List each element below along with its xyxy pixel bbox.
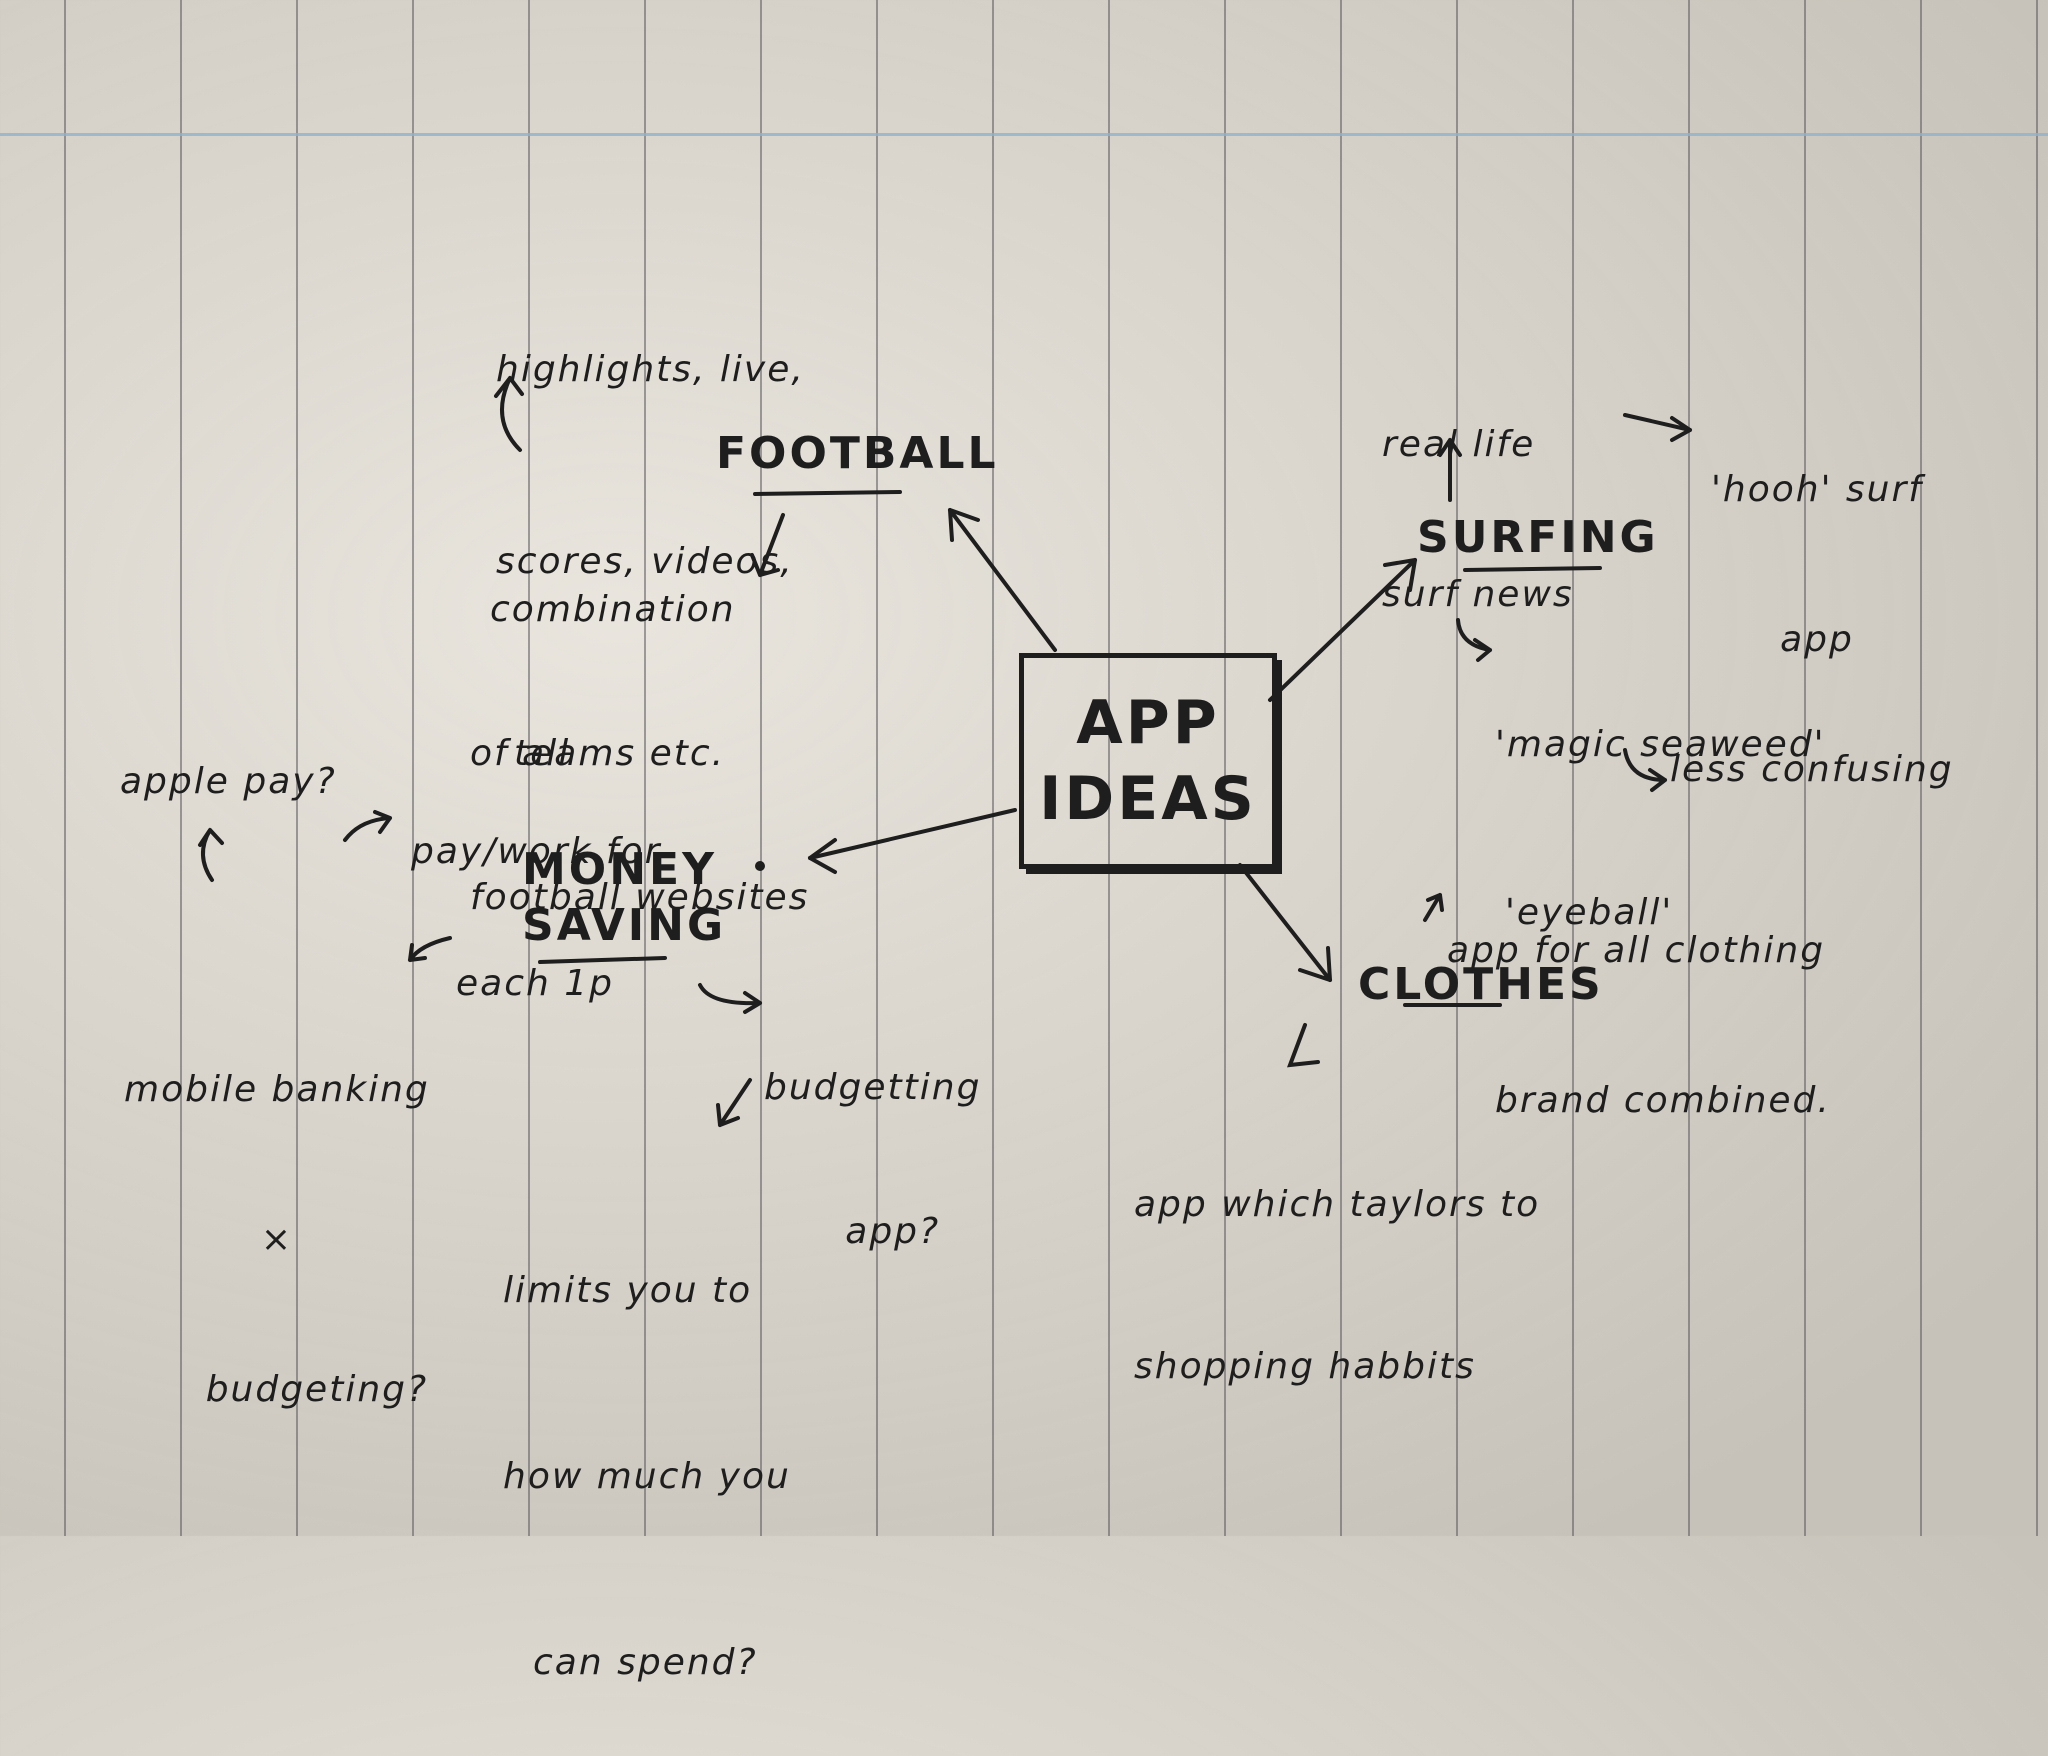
note-line: mobile banking xyxy=(124,1069,430,1110)
branch-surfing-title: SURFING xyxy=(1417,512,1659,563)
arrow-mobile-banking xyxy=(408,936,452,962)
money-pay-work: pay/work for each 1p xyxy=(411,742,661,1050)
arrow-surf-news xyxy=(1438,438,1462,502)
arrow-budget-app xyxy=(698,983,762,1014)
note-line: budgetting xyxy=(764,1067,982,1108)
money-underline xyxy=(538,956,667,964)
title-line: MONEY xyxy=(522,844,717,895)
arrow-surf-refs xyxy=(1456,618,1492,662)
surf-references: 'magic seaweed' 'eyeball' xyxy=(1495,605,1826,997)
football-underline xyxy=(753,490,902,496)
note-line: budgeting? xyxy=(205,1369,429,1410)
arrow-limits xyxy=(716,1078,752,1127)
note-line: limits you to xyxy=(503,1270,753,1311)
note-line: × xyxy=(260,1219,293,1260)
arrow-less-confusing xyxy=(1623,748,1667,792)
note-line: app? xyxy=(845,1211,941,1252)
arrow-pay-work xyxy=(343,810,392,842)
note-line: 'magic seaweed' xyxy=(1495,724,1826,765)
money-mobile-banking: mobile banking × budgeting? xyxy=(124,965,430,1465)
surfing-underline xyxy=(1463,566,1602,572)
note-line: teams etc. xyxy=(514,733,726,774)
branch-football-title: FOOTBALL xyxy=(716,428,999,479)
surf-news: real life surf news xyxy=(1382,320,1574,670)
note-line: real life xyxy=(1382,424,1536,465)
note-line: highlights, live, xyxy=(496,349,805,390)
note-line: combination xyxy=(490,589,736,630)
note-line: app xyxy=(1780,619,1854,660)
center-title-line2: IDEAS xyxy=(1039,764,1257,834)
note-line: football websites xyxy=(470,877,810,918)
mind-map-connectors xyxy=(198,376,1692,1127)
clothes-combined: app for all clothing brand combined. xyxy=(1447,826,1831,1176)
money-apple-pay: apple pay? xyxy=(120,761,337,802)
center-title-line1: APP xyxy=(1076,688,1220,758)
note-line: app for all clothing xyxy=(1447,930,1826,971)
branch-money-saving-title: MONEY SAVING xyxy=(522,842,726,954)
note-line: pay/work for xyxy=(411,831,662,872)
football-notes: highlights, live, scores, videos, teams … xyxy=(496,210,805,850)
branch-clothes-title: CLOTHES xyxy=(1358,959,1604,1010)
money-budget-app: budgetting app? xyxy=(764,968,981,1304)
arrow-surf-app xyxy=(1623,413,1692,442)
title-line: SAVING xyxy=(522,900,727,951)
surf-less-confusing: less confusing xyxy=(1670,749,1954,790)
arrow-clothes-tailored xyxy=(1286,1023,1320,1068)
note-line: app which taylors to xyxy=(1134,1184,1541,1225)
center-node-app-ideas: APP IDEAS xyxy=(1019,653,1277,869)
notebook-rule-lines xyxy=(0,0,2048,1536)
note-line: surf news xyxy=(1382,574,1574,615)
note-line: how much you xyxy=(503,1456,791,1497)
arrow-to-money xyxy=(808,808,1017,874)
money-limits: limits you to how much you can spend? xyxy=(503,1136,791,1756)
arrow-football-detail xyxy=(750,513,785,577)
arrow-to-football xyxy=(948,508,1057,652)
arrow-to-clothes xyxy=(1238,863,1332,982)
note-line: each 1p xyxy=(456,963,615,1004)
notebook-margin-line xyxy=(0,133,2048,136)
note-line: of all xyxy=(470,733,571,774)
ink-dot xyxy=(755,861,765,871)
arrow-clothes-combined xyxy=(1423,893,1444,922)
note-line: can spend? xyxy=(533,1642,758,1683)
arrow-football-notes xyxy=(494,376,524,452)
surf-app: 'hooh' surf app xyxy=(1711,365,1923,715)
clothes-tailored: app which taylors to shopping habbits xyxy=(1134,1070,1540,1448)
football-detail: combination of all football websites xyxy=(470,490,809,970)
arrow-apple-pay xyxy=(198,828,224,882)
note-line: 'eyeball' xyxy=(1505,892,1674,933)
note-line: brand combined. xyxy=(1495,1080,1831,1121)
arrow-to-surfing xyxy=(1268,558,1417,702)
note-line: scores, videos, xyxy=(496,541,794,582)
note-line: 'hooh' surf xyxy=(1711,469,1923,510)
note-line: shopping habbits xyxy=(1134,1346,1476,1387)
